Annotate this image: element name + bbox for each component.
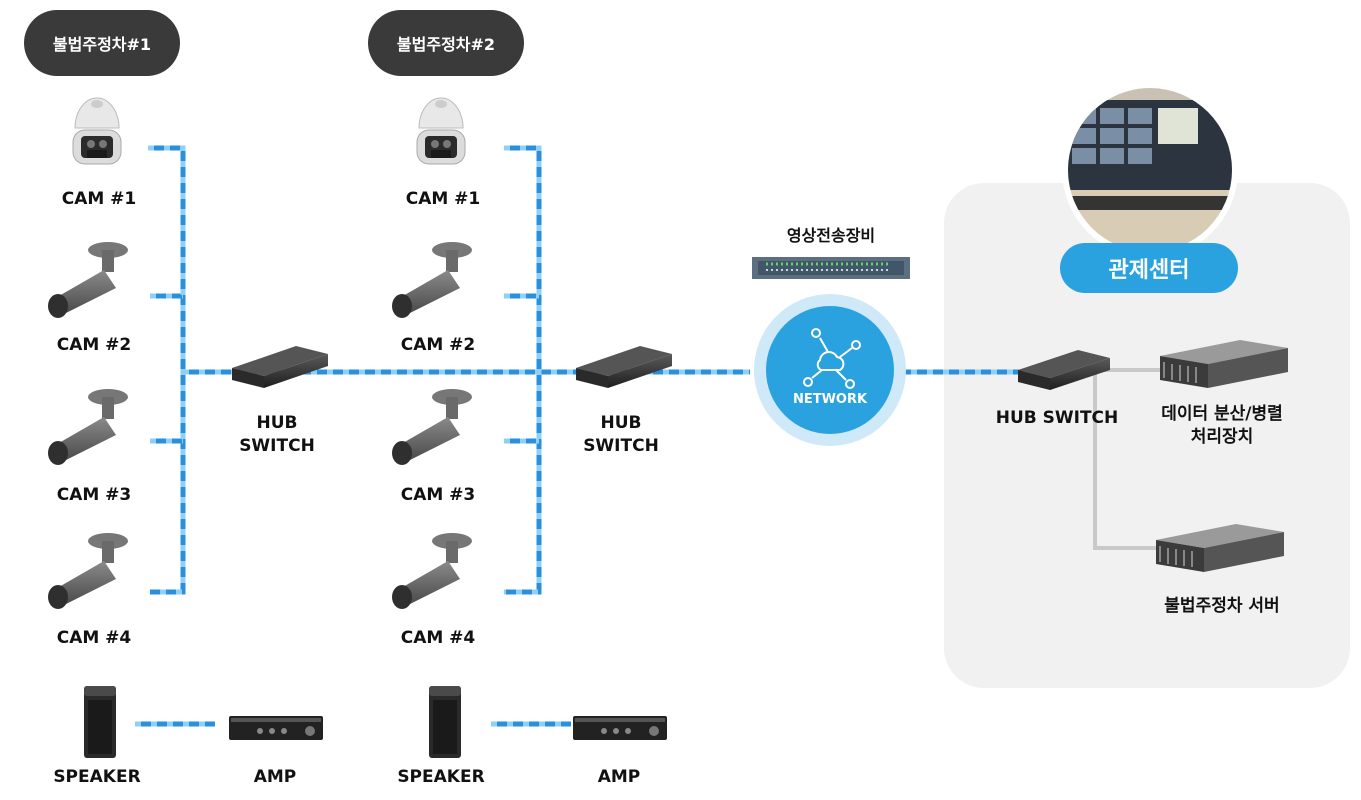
hub-switch-icon [232,346,328,388]
group1-title: 불법주정차#1 [24,10,180,76]
bullet-camera-icon [48,533,128,609]
dome-camera-icon [72,97,122,165]
hub-switch-icon [576,346,672,388]
network-label: NETWORK [792,392,868,407]
bullet-camera-icon [392,242,472,318]
cam1-label: CAM #1 [61,189,137,209]
cam4-label: CAM #4 [400,628,476,648]
network-node [754,294,906,446]
amp-label: AMP [253,767,297,787]
amp-icon [573,716,667,740]
transmission-label: 영상전송장비 [786,226,876,245]
hub-switch-icon [1018,350,1110,390]
speaker-label: SPEAKER [53,767,141,787]
server-icon [1160,340,1288,388]
bullet-camera-icon [392,533,472,609]
cam3-label: CAM #3 [56,485,132,505]
cloud-network-icon [803,328,861,389]
amp-label: AMP [597,767,641,787]
dome-camera-icon [416,97,466,165]
transmission-device-icon [752,257,910,279]
cam1-label: CAM #1 [405,189,481,209]
group2-title: 불법주정차#2 [368,10,524,76]
bullet-camera-icon [392,389,472,465]
cam3-label: CAM #3 [400,485,476,505]
bullet-camera-icon [48,389,128,465]
control-center-title: 관제센터 [1060,243,1238,293]
control-room-photo [1062,82,1238,258]
cam2-label: CAM #2 [400,335,476,355]
hub-switch-label: HUB SWITCH [995,408,1119,428]
connection-lines [135,145,1160,727]
cam4-label: CAM #4 [56,628,132,648]
speaker-icon [429,686,461,758]
speaker-icon [84,686,116,758]
cam2-label: CAM #2 [56,335,132,355]
bullet-camera-icon [48,242,128,318]
server2-label: 불법주정차 서버 [1164,596,1280,616]
amp-icon [229,716,323,740]
server-icon [1156,524,1284,572]
speaker-label: SPEAKER [397,767,485,787]
